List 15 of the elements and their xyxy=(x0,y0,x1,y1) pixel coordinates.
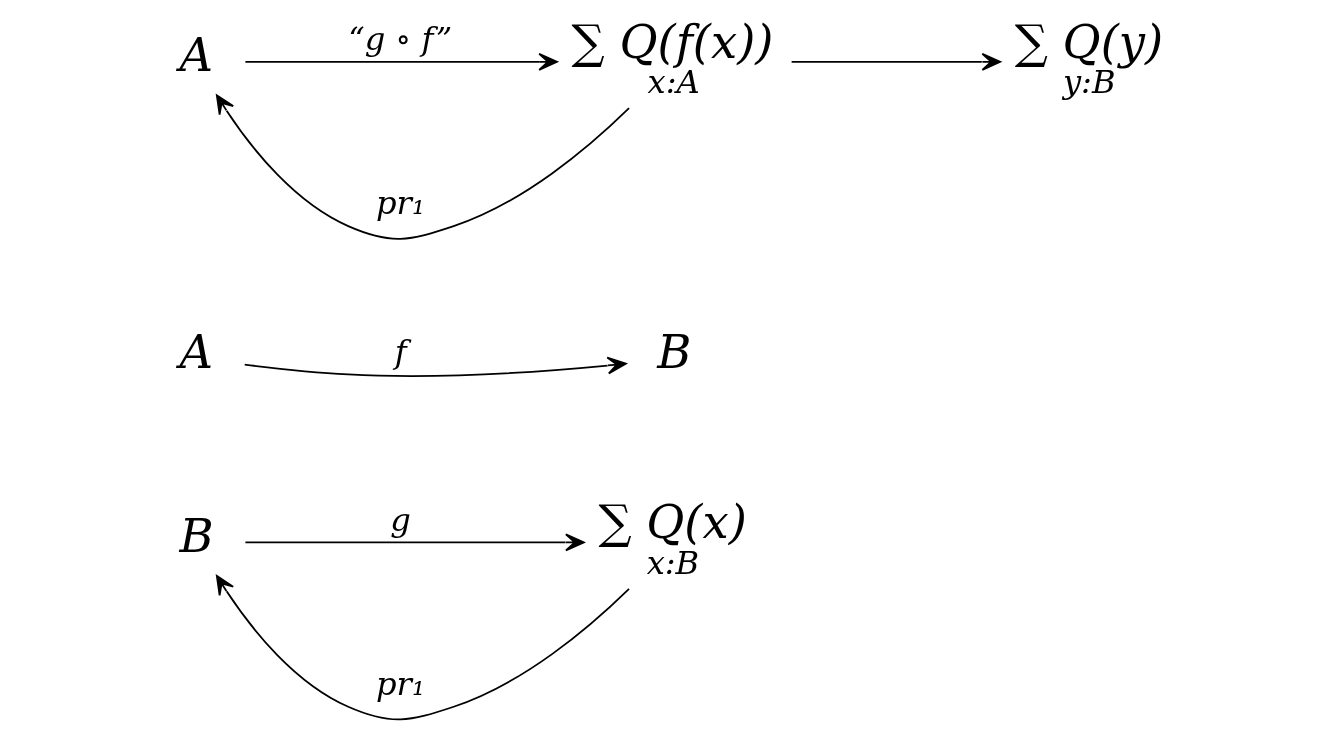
edge-label: pr₁ xyxy=(375,184,425,223)
node-text: ∑ Q(x) x:B xyxy=(598,495,747,582)
node-text: ∑ Q(y) y:B xyxy=(1014,14,1164,101)
arrow xyxy=(243,356,627,377)
edge-label: g xyxy=(390,500,411,539)
arrow xyxy=(215,94,630,240)
node-text: ∑ Q(f(x)) x:A xyxy=(571,14,774,101)
node-text: B xyxy=(657,324,692,379)
edge-label: pr₁ xyxy=(375,664,425,703)
arrow xyxy=(244,533,585,552)
node-text: B xyxy=(179,508,214,563)
edge-label: “g ∘ f” xyxy=(348,19,453,58)
arrow xyxy=(244,52,558,71)
arrow xyxy=(790,52,1002,71)
arrow xyxy=(215,575,630,721)
